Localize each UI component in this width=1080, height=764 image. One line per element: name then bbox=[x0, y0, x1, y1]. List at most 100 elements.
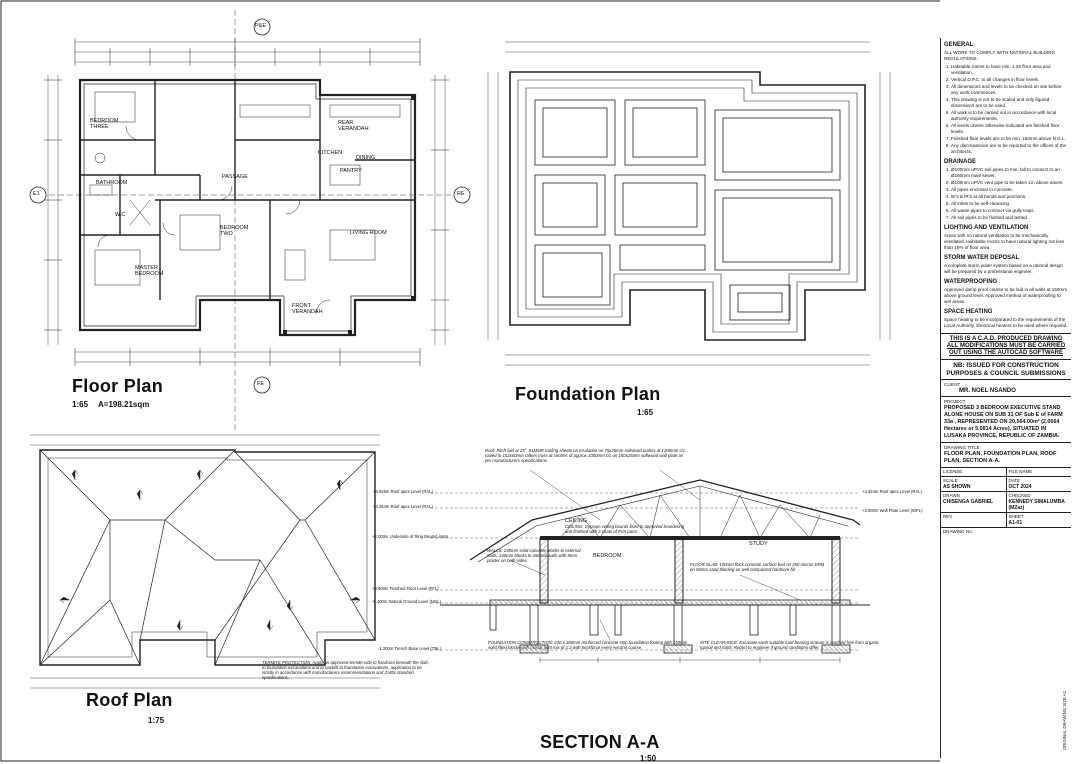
license-label: LICENSE bbox=[941, 468, 1007, 476]
level-7: -0.400m Natural Ground Level (NGL) bbox=[372, 599, 441, 604]
floor-plan-area: A=198.21sqm bbox=[98, 400, 150, 409]
general-item: This drawing is not to be scaled and onl… bbox=[951, 97, 1068, 109]
client-box: CLIENT MR. NOEL NSANDO bbox=[941, 379, 1071, 396]
room-passage: PASSAGE bbox=[222, 174, 248, 180]
floor-plan-scale: 1:65 bbox=[72, 400, 89, 409]
general-intro: ALL WORK TO COMPLY WITH NATIONAL BUILDIN… bbox=[944, 50, 1056, 61]
heating-text: Space heating to be incorporated to the … bbox=[944, 317, 1068, 328]
level-2: +4.264m Roof apex Level (RAL) bbox=[373, 504, 433, 509]
floor-plan bbox=[29, 18, 471, 394]
section-ceiling: CEILING bbox=[565, 518, 588, 524]
waterproofing-text: Approved damp proof course to be laid in… bbox=[944, 287, 1068, 304]
stormwater-text: A complete storm water system based on a… bbox=[944, 263, 1063, 274]
sheet-label: SHEET bbox=[1008, 514, 1024, 519]
marker-top: P&E bbox=[255, 23, 267, 29]
lighting-heading: LIGHTING AND VENTILATION bbox=[944, 225, 1029, 231]
roof-plan-scale: 1:75 bbox=[148, 716, 165, 725]
drawing-no-label: DRAWING No. bbox=[943, 529, 973, 534]
sheet-value: A1-01 bbox=[1008, 520, 1023, 526]
note-ceiling: CEILING: Gypsum ceiling boards fixed to … bbox=[565, 524, 685, 534]
foundation-plan bbox=[487, 41, 891, 366]
room-master-bedroom: MASTER BEDROOM bbox=[135, 265, 164, 277]
foundation-plan-scale: 1:65 bbox=[637, 408, 654, 417]
level-8: -1.200m Trench Base Level (TBL) bbox=[378, 646, 441, 651]
project-description: PROPOSED 3 BEDROOM EXECUTIVE STAND ALONE… bbox=[944, 405, 1063, 439]
drawing-title: FLOOR PLAN, FOUNDATION PLAN, ROOF PLAN, … bbox=[944, 451, 1057, 464]
drawn-value: CHISENGA GABRIEL bbox=[943, 499, 994, 505]
drawing-title-label: DRAWING TITLE bbox=[944, 445, 980, 450]
marker-left: E1 bbox=[33, 191, 40, 197]
drainage-item: All pipes enclosed in concrete. bbox=[951, 187, 1068, 193]
section-room-bedroom: BEDROOM bbox=[593, 553, 622, 559]
drainage-item: All inlets to be self-cleansing. bbox=[951, 201, 1068, 207]
room-bedroom-two: BEDROOM TWO bbox=[220, 225, 249, 237]
project-box: PROJECT PROPOSED 3 BEDROOM EXECUTIVE STA… bbox=[941, 396, 1071, 442]
cad-note: THIS IS A C.A.D. PRODUCED DRAWING ALL MO… bbox=[946, 336, 1066, 356]
note-termite: TERMITE PROTECTION: Apply an approved te… bbox=[262, 660, 430, 680]
room-dining: DINING bbox=[356, 155, 376, 161]
scale-label: SCALE bbox=[943, 478, 958, 483]
filename-label: FILE NAME bbox=[1008, 469, 1033, 474]
marker-right: RE bbox=[457, 191, 465, 197]
roof-plan bbox=[30, 434, 380, 689]
general-item: All work is to be carried out in accorda… bbox=[951, 110, 1068, 122]
original-size-note: ORIGINAL DRAWING SIZE A1 bbox=[1062, 690, 1067, 750]
note-walls: WALLS: 230mm solid concrete blocks to ex… bbox=[487, 548, 581, 563]
roof-plan-title: Roof Plan bbox=[86, 690, 173, 710]
section-title: SECTION A-A bbox=[540, 732, 660, 752]
marker-bottom: FE bbox=[257, 381, 265, 387]
drawing-title-box: DRAWING TITLE FLOOR PLAN, FOUNDATION PLA… bbox=[941, 442, 1071, 467]
section-room-study: STUDY bbox=[749, 541, 768, 547]
section-scale: 1:50 bbox=[640, 754, 657, 763]
general-item: All levels unless otherwise indicated ar… bbox=[951, 123, 1068, 135]
drainage-item: All soil pipes to be flushed and tested. bbox=[951, 215, 1068, 221]
general-item: Habitable rooms to have min. 1.25 floor … bbox=[951, 64, 1068, 76]
issue-note-box: NB: ISSUED FOR CONSTRUCTION PURPOSES & C… bbox=[941, 359, 1071, 379]
waterproofing-heading: WATERPROOFING bbox=[944, 279, 998, 285]
level-1: +4.925m Roof apex Level (RAL) bbox=[373, 489, 433, 494]
level-6: +0.600m Finished Floor Level (FFL) bbox=[372, 586, 439, 591]
rev-label: REV bbox=[943, 514, 953, 519]
drainage-item: All waste pipes to connect via gully tra… bbox=[951, 208, 1068, 214]
floor-plan-title: Floor Plan bbox=[72, 376, 164, 396]
note-site: SITE CLEARANCE: Excavate earth suitable … bbox=[700, 640, 880, 650]
room-bedroom-three: BEDROOM THREE bbox=[90, 118, 119, 130]
date-label: DATE bbox=[1008, 478, 1021, 483]
row-license: LICENSE FILE NAME bbox=[941, 467, 1071, 476]
client-name: MR. NOEL NSANDO bbox=[959, 388, 1016, 394]
drawings-canvas bbox=[0, 0, 940, 762]
notes-panel: GENERAL ALL WORK TO COMPLY WITH NATIONAL… bbox=[940, 38, 1071, 758]
room-kitchen: KITCHEN bbox=[318, 150, 343, 156]
general-item: All dimensions and levels to be checked … bbox=[951, 84, 1068, 96]
drawn-label: DRAWN bbox=[943, 493, 960, 498]
drainage-item: Ø100mm uPVC soil pipes to min. fall to c… bbox=[951, 167, 1068, 179]
checked-label: CHECKED bbox=[1008, 493, 1031, 498]
drainage-heading: DRAINAGE bbox=[944, 159, 977, 165]
project-label: PROJECT bbox=[944, 399, 966, 404]
lighting-text: Areas with no natural ventilation to be … bbox=[944, 233, 1065, 250]
row-drawing-no: DRAWING No. bbox=[941, 527, 1071, 536]
stormwater-heading: STORM WATER DEPOSAL bbox=[944, 255, 1020, 261]
general-item: Vertical D.P.C. to all changes in floor … bbox=[951, 77, 1068, 83]
drainage-list: Ø100mm uPVC soil pipes to min. fall to c… bbox=[941, 167, 1071, 221]
drainage-item: IE's & IR's at all bends and junctions. bbox=[951, 194, 1068, 200]
room-rear-veranda: REAR VERANDAH bbox=[338, 120, 369, 132]
room-bathroom: BATHROOM bbox=[96, 180, 128, 186]
general-heading: GENERAL bbox=[944, 42, 974, 48]
note-roof: Roof: Pitch laid at 25°, 81MMR roofing s… bbox=[485, 448, 685, 463]
room-front-veranda: FRONT VERANDAH bbox=[292, 303, 323, 315]
client-label: CLIENT bbox=[944, 382, 961, 387]
date-value: OCT 2024 bbox=[1008, 484, 1032, 490]
general-item: Finished floor levels are to be min. 150… bbox=[951, 136, 1068, 142]
issue-note: NB: ISSUED FOR CONSTRUCTION PURPOSES & C… bbox=[946, 362, 1066, 377]
room-living: LIVING ROOM bbox=[350, 230, 387, 236]
level-3: +4.324m Roof apex Level (RAL) bbox=[862, 489, 922, 494]
general-item: Any discrepancies are to be reported to … bbox=[951, 143, 1068, 155]
drainage-item: Ø100mm uPVC vent pipe to be taken 1m abo… bbox=[951, 180, 1068, 186]
foundation-plan-title: Foundation Plan bbox=[515, 384, 661, 404]
note-slab: FLOOR SLAB: 100mm thick concrete surface… bbox=[690, 562, 825, 572]
